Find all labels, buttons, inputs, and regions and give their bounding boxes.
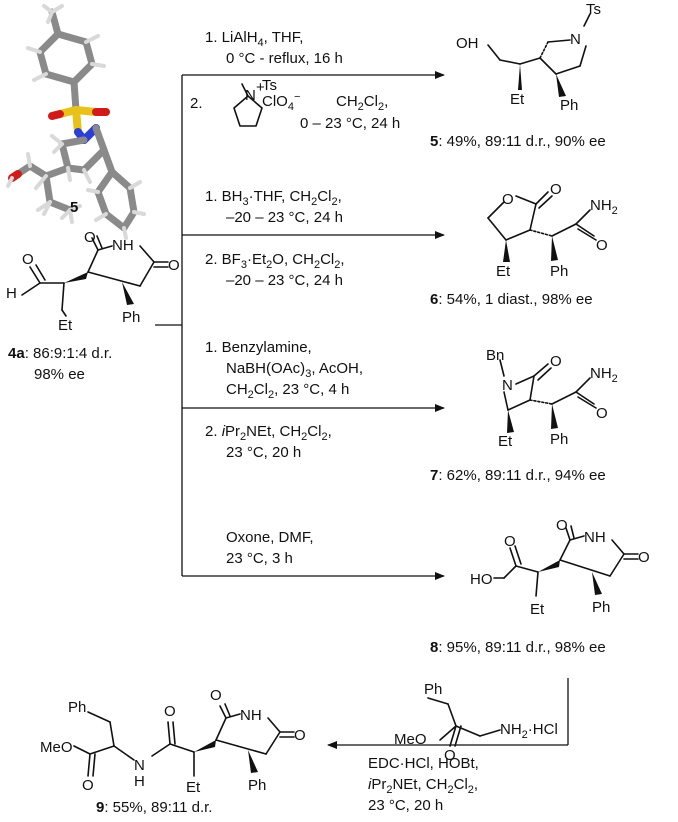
route1-reagent-pyrrolidinium xyxy=(233,83,263,127)
atom-ph-4a: Ph xyxy=(122,309,140,326)
product-5-structure xyxy=(487,13,591,97)
atom-o-lactam-7: O xyxy=(550,353,562,370)
substrate-ee: 98% ee xyxy=(34,366,85,383)
atom-et-4a: Et xyxy=(58,317,73,334)
route3-cond-line1: 1. Benzylamine, xyxy=(205,339,312,356)
atom-o-carbonyl-6: O xyxy=(550,181,562,198)
route1-reagent-ts: Ts xyxy=(262,77,277,94)
route1-reagent-n: N xyxy=(245,87,256,104)
product-5-result: 5: 49%, 89:11 d.r., 90% ee xyxy=(430,133,606,150)
atom-n-amide-9: N xyxy=(134,757,145,774)
route3-cond-line5: 23 °C, 20 h xyxy=(226,444,301,461)
atom-et-8: Et xyxy=(530,601,545,618)
atom-ph-9: Ph xyxy=(68,699,86,716)
route3-cond-line3: CH2Cl2, 23 °C, 4 h xyxy=(226,381,349,401)
route3-cond-line4: 2. iPr2NEt, CH2Cl2, xyxy=(205,423,332,443)
atom-et-9: Et xyxy=(186,779,201,796)
atom-ho-8: HO xyxy=(470,571,493,588)
atom-n-7: N xyxy=(502,377,513,394)
atom-meo-9: MeO xyxy=(40,739,73,756)
route1-cond-temp: 0 – 23 °C, 24 h xyxy=(300,115,400,132)
atom-oh-5: OH xyxy=(456,35,479,52)
atom-nh2hcl-reagent: NH2·HCl xyxy=(500,721,558,741)
route1-cond-step2: 2. xyxy=(190,95,203,112)
atom-o-ring-6: O xyxy=(502,191,514,208)
atom-o-imide-top-4a: O xyxy=(84,229,96,246)
atom-et-5: Et xyxy=(510,91,525,108)
atom-ph2-9: Ph xyxy=(248,777,266,794)
atom-n-5: N xyxy=(570,31,581,48)
route1-cond-line2: 0 °C - reflux, 16 h xyxy=(226,50,343,67)
atom-o-aldehyde-4a: O xyxy=(22,251,34,268)
route4-cond-line1: Oxone, DMF, xyxy=(226,529,314,546)
atom-o-amide-7: O xyxy=(596,405,608,422)
route2-cond-line4: –20 – 23 °C, 24 h xyxy=(226,272,343,289)
atom-bn-7: Bn xyxy=(486,347,504,364)
atom-nh2-7: NH2 xyxy=(590,365,618,385)
route1-reagent-clo4: ClO4− xyxy=(262,91,300,113)
product-9-structure xyxy=(73,703,295,777)
product-8-structure xyxy=(493,525,639,597)
atom-nh2-6: NH2 xyxy=(590,197,618,217)
xray-structure-5 xyxy=(6,4,146,240)
atom-nh-9: NH xyxy=(240,707,262,724)
coupling-cond-line3: 23 °C, 20 h xyxy=(368,797,443,814)
route4-cond-line2: 23 °C, 3 h xyxy=(226,550,293,567)
atom-o-imide-right-9: O xyxy=(294,727,306,744)
product-7-structure xyxy=(499,359,597,433)
atom-et-7: Et xyxy=(498,433,513,450)
atom-o-amide-9: O xyxy=(164,703,176,720)
product-6-structure xyxy=(487,191,597,262)
atom-h-4a: H xyxy=(6,285,17,302)
substrate-4a-structure xyxy=(21,235,169,317)
product-7-result: 7: 62%, 89:11 d.r., 94% ee xyxy=(430,467,606,484)
route2-cond-line2: –20 – 23 °C, 24 h xyxy=(226,209,343,226)
atom-nh-8: NH xyxy=(584,529,606,546)
product-6-result: 6: 54%, 1 diast., 98% ee xyxy=(430,291,593,308)
atom-ph-reagent: Ph xyxy=(424,681,442,698)
atom-o-ester-9: O xyxy=(82,777,94,794)
atom-meo-reagent: MeO xyxy=(394,731,427,748)
product-9-result: 9: 55%, 89:11 d.r. xyxy=(96,799,212,816)
substrate-dr-line: 4a: 86:9:1:4 d.r. xyxy=(8,345,112,362)
coupling-cond-line2: iPr2NEt, CH2Cl2, xyxy=(368,776,478,796)
atom-ph-5: Ph xyxy=(560,97,578,114)
coupling-reagent-structure xyxy=(427,697,501,747)
atom-o-imide-right-4a: O xyxy=(168,257,180,274)
route1-cond-line1: 1. LiAlH4, THF, xyxy=(205,29,303,49)
route3-cond-line2: NaBH(OAc)3, AcOH, xyxy=(226,360,363,380)
route2-cond-line3: 2. BF3·Et2O, CH2Cl2, xyxy=(205,251,345,271)
atom-ph-6: Ph xyxy=(550,263,568,280)
atom-o-imide-top-8: O xyxy=(556,517,568,534)
atom-h-amide-9: H xyxy=(134,773,145,790)
atom-o-amide-6: O xyxy=(596,237,608,254)
route2-cond-line1: 1. BH3·THF, CH2Cl2, xyxy=(205,188,342,208)
atom-o-acid-8: O xyxy=(504,533,516,550)
xray-label-5: 5 xyxy=(70,199,78,216)
atom-et-6: Et xyxy=(496,263,511,280)
route1-cond-solvent: CH2Cl2, xyxy=(336,93,388,113)
atom-o-reagent: O xyxy=(444,747,456,764)
atom-ph-7: Ph xyxy=(550,431,568,448)
product-8-result: 8: 95%, 89:11 d.r., 98% ee xyxy=(430,639,606,656)
atom-o-imide-top-9: O xyxy=(210,687,222,704)
atom-ts-5: Ts xyxy=(586,1,601,18)
atom-o-imide-right-8: O xyxy=(638,549,650,566)
atom-nh-4a: NH xyxy=(112,237,134,254)
atom-ph-8: Ph xyxy=(592,599,610,616)
route1-reagent-plus: + xyxy=(256,79,265,96)
coupling-cond-line1: EDC·HCl, HOBt, xyxy=(368,755,479,772)
